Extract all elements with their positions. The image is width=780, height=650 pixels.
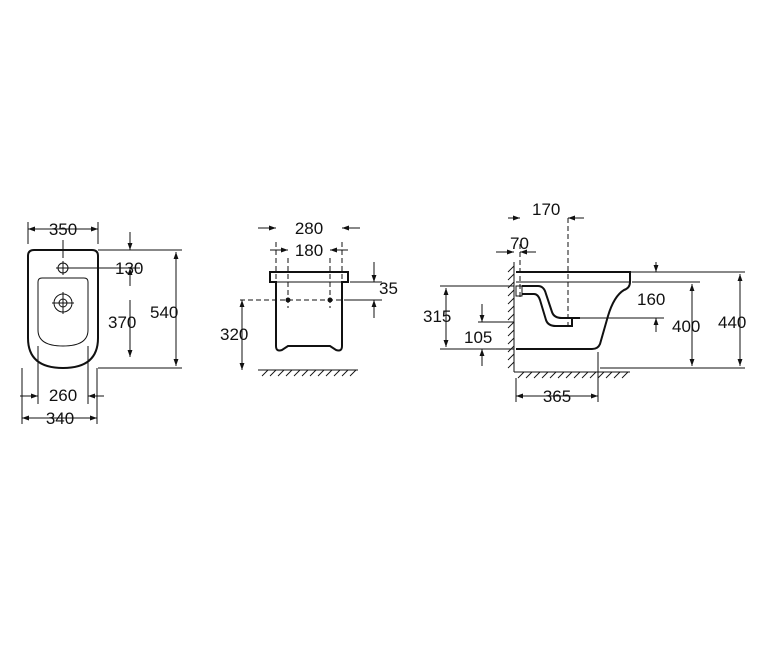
dim-inlet-height: 315 [423, 307, 451, 326]
dim-base-width: 340 [46, 409, 74, 428]
dim-inlet-offset: 70 [510, 234, 529, 253]
dim-waste-depth: 160 [637, 290, 665, 309]
dim-outer-fixing: 280 [295, 219, 323, 238]
waste-pipe [522, 285, 580, 319]
bidet-outline-side [516, 271, 631, 350]
tap-hole-icon [56, 261, 70, 275]
dim-fixing-height: 320 [220, 325, 248, 344]
top-view: 350 130 370 540 260 340 [20, 220, 182, 428]
drain-icon [52, 292, 74, 314]
floor-hatch-front [258, 369, 358, 377]
dim-projection: 365 [543, 387, 571, 406]
bidet-outline-top [27, 249, 99, 370]
dim-inner-fixing: 180 [295, 241, 323, 260]
dim-outlet-height: 105 [464, 328, 492, 347]
inlet-fitting [515, 285, 523, 297]
side-view: 170 70 315 105 160 400 440 [423, 200, 746, 406]
dim-rear-to-taphole: 130 [115, 259, 143, 278]
dim-taphole-to-front: 370 [108, 313, 136, 332]
front-view: 280 180 35 320 [220, 219, 398, 377]
bowl-outline [37, 277, 89, 347]
dim-inner-width: 260 [49, 386, 77, 405]
dim-length-overall: 540 [150, 303, 178, 322]
dim-bowl-height: 400 [672, 317, 700, 336]
bidet-outline-front [269, 271, 349, 352]
floor-hatch-side [514, 371, 630, 379]
dim-fixing-offset: 35 [379, 279, 398, 298]
dim-rim-height: 440 [718, 313, 746, 332]
wall-hatch [507, 262, 515, 372]
dim-width-overall: 350 [49, 220, 77, 239]
dim-waste-offset: 170 [532, 200, 560, 219]
